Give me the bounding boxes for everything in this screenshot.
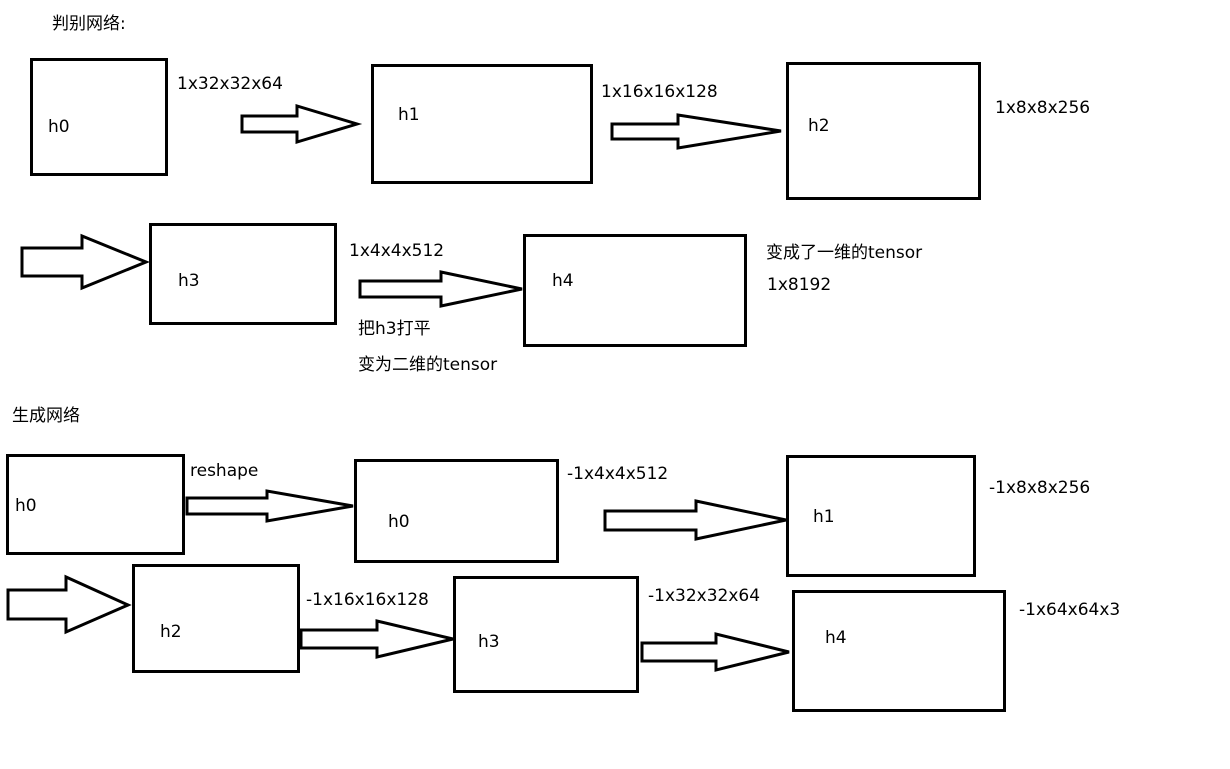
gen-shape-h3: -1x32x32x64 bbox=[648, 586, 761, 606]
gen-shape-h1: -1x8x8x256 bbox=[989, 478, 1091, 498]
gen-box-h1-label: h1 bbox=[813, 507, 835, 527]
output-note: 变成了一维的tensor bbox=[766, 243, 923, 263]
generator-title: 生成网络 bbox=[12, 406, 80, 426]
arrow-icon bbox=[20, 233, 150, 291]
arrow-icon bbox=[299, 619, 454, 659]
gen-shape-h2: -1x16x16x128 bbox=[306, 590, 429, 610]
disc-box-h1: h1 bbox=[371, 64, 593, 184]
disc-box-h3: h3 bbox=[149, 223, 337, 325]
gen-box-h0-reshaped: h0 bbox=[354, 459, 559, 563]
disc-shape-h0: 1x32x32x64 bbox=[177, 74, 283, 94]
gen-box-h0-input-label: h0 bbox=[15, 496, 37, 516]
disc-box-h4-label: h4 bbox=[552, 271, 574, 291]
gen-box-h4-label: h4 bbox=[825, 628, 847, 648]
gen-box-h2-label: h2 bbox=[160, 622, 182, 642]
flatten-note-1: 把h3打平 bbox=[358, 319, 431, 339]
disc-shape-h2: 1x8x8x256 bbox=[995, 98, 1091, 118]
disc-box-h4: h4 bbox=[523, 234, 747, 347]
arrow-icon bbox=[640, 632, 790, 672]
gen-box-h3-label: h3 bbox=[478, 632, 500, 652]
arrow-icon bbox=[6, 574, 132, 635]
disc-shape-h1: 1x16x16x128 bbox=[601, 82, 718, 102]
gen-reshape-label: reshape bbox=[190, 461, 259, 481]
arrow-icon bbox=[358, 270, 523, 308]
discriminator-title: 判别网络: bbox=[52, 14, 126, 34]
disc-box-h1-label: h1 bbox=[398, 105, 420, 125]
disc-shape-h3: 1x4x4x512 bbox=[349, 241, 445, 261]
disc-box-h0: h0 bbox=[30, 58, 168, 176]
arrow-icon bbox=[185, 489, 354, 523]
gen-shape-h0: -1x4x4x512 bbox=[567, 464, 669, 484]
arrow-icon bbox=[610, 113, 782, 150]
disc-box-h2: h2 bbox=[786, 62, 981, 200]
flatten-note-2: 变为二维的tensor bbox=[358, 355, 498, 375]
disc-box-h3-label: h3 bbox=[178, 271, 200, 291]
arrow-icon bbox=[240, 103, 363, 145]
arrow-icon bbox=[603, 499, 787, 541]
gen-box-h0-input: h0 bbox=[6, 454, 185, 555]
gen-box-h2: h2 bbox=[132, 564, 300, 673]
output-shape: 1x8192 bbox=[767, 275, 832, 295]
gen-shape-h4: -1x64x64x3 bbox=[1019, 600, 1121, 620]
disc-box-h0-label: h0 bbox=[48, 117, 70, 137]
gen-box-h3: h3 bbox=[453, 576, 639, 693]
disc-box-h2-label: h2 bbox=[808, 116, 830, 136]
gen-box-h1: h1 bbox=[786, 455, 976, 577]
gen-box-h4: h4 bbox=[792, 590, 1006, 712]
gen-box-h0-reshaped-label: h0 bbox=[388, 512, 410, 532]
